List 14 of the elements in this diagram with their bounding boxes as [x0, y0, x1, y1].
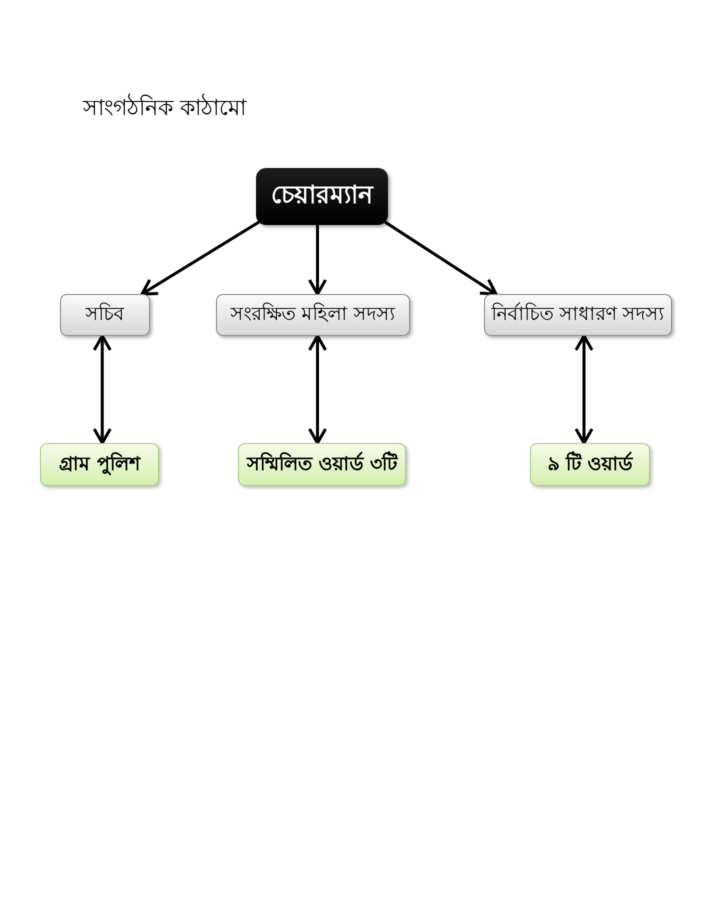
double-arrow — [92, 334, 112, 444]
title: সাংগঠনিক কাঠামো — [83, 94, 246, 124]
org-chart-box: গ্রাম পুলিশ — [40, 443, 159, 486]
org-chart-box: নির্বাচিত সাধারণ সদস্য — [484, 294, 672, 336]
double-arrow — [574, 334, 594, 444]
arrow — [140, 220, 260, 296]
arrow — [308, 225, 327, 296]
org-chart-box: সংরক্ষিত মহিলা সদস্য — [216, 294, 410, 336]
org-chart-box: চেয়ারম্যান — [256, 168, 388, 225]
double-arrow — [308, 334, 327, 444]
org-chart-box: সচিব — [60, 294, 150, 336]
org-chart-box: ৯ টি ওয়ার্ড — [530, 443, 650, 486]
org-chart-box: সম্মিলিত ওয়ার্ড ৩টি — [238, 443, 406, 486]
arrow — [384, 220, 498, 296]
